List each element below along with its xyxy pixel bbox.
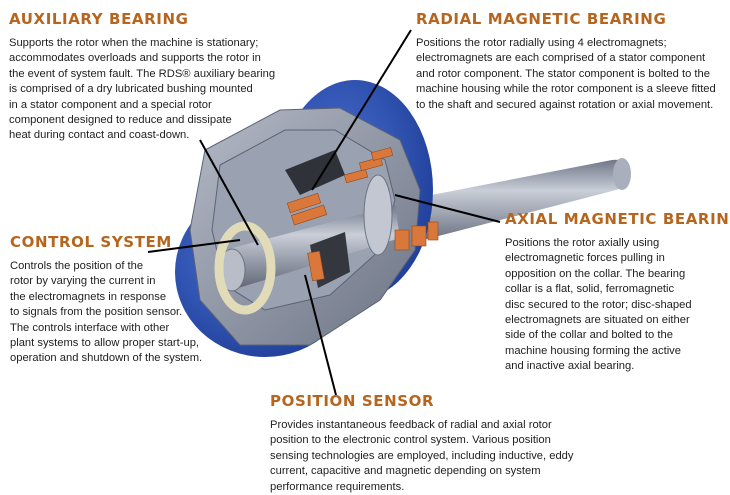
axial-bearing-section: AXIAL MAGNETIC BEARING Positions the rot… xyxy=(505,210,730,375)
radial-bearing-title: RADIAL MAGNETIC BEARING xyxy=(416,10,667,28)
position-sensor-section: POSITION SENSOR Provides instantaneous f… xyxy=(270,392,610,495)
leader-control xyxy=(147,239,241,253)
radial-bearing-section: RADIAL MAGNETIC BEARING Positions the ro… xyxy=(416,10,728,113)
control-system-section: CONTROL SYSTEM Controls the position of … xyxy=(10,233,220,367)
control-system-description: Controls the position of the rotor by va… xyxy=(10,260,203,365)
control-system-title: CONTROL SYSTEM xyxy=(10,233,172,251)
auxiliary-bushing xyxy=(214,221,276,315)
auxiliary-bearing-title: AUXILIARY BEARING xyxy=(9,10,189,28)
leader-auxiliary xyxy=(199,139,259,246)
leader-radial xyxy=(311,29,412,191)
shaft-end xyxy=(613,158,631,190)
auxiliary-bearing-section: AUXILIARY BEARING Supports the rotor whe… xyxy=(9,10,309,144)
position-sensor-description: Provides instantaneous feedback of radia… xyxy=(270,419,574,493)
leader-axial xyxy=(394,194,501,223)
radial-bearing-description: Positions the rotor radially using 4 ele… xyxy=(416,37,716,111)
copper-coils xyxy=(286,147,439,282)
axial-bearing-title: AXIAL MAGNETIC BEARING xyxy=(505,210,730,228)
rotor-shaft xyxy=(380,159,631,248)
leader-sensor xyxy=(304,274,337,396)
leader-lines xyxy=(147,29,501,396)
auxiliary-bearing-description: Supports the rotor when the machine is s… xyxy=(9,37,276,142)
position-sensor-title: POSITION SENSOR xyxy=(270,392,435,410)
bearing-assembly xyxy=(175,80,631,357)
axial-collar xyxy=(363,174,393,256)
axial-bearing-description: Positions the rotor axially using electr… xyxy=(505,237,692,373)
